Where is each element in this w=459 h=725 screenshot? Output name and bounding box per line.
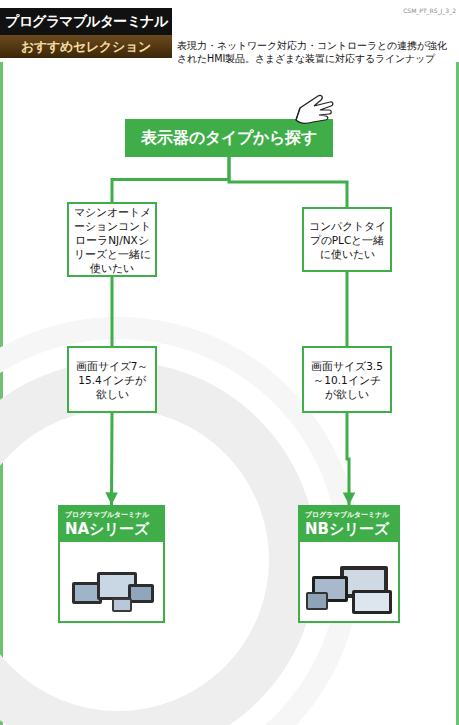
- doc-code: CSM_PT_RS_J_3_2: [372, 7, 456, 14]
- product-box: プログラマブルターミナルNBシリーズ: [298, 505, 400, 623]
- node-text: プログラマブルターミナル: [305, 510, 394, 520]
- edge-stripe: [456, 62, 459, 725]
- product-header: プログラマブルターミナルNBシリーズ: [300, 507, 398, 542]
- product-box: プログラマブルターミナルNAシリーズ: [58, 505, 165, 623]
- edge-stripe: [0, 62, 3, 725]
- question-box: 画面サイズ7～15.4インチが欲しい: [67, 346, 157, 413]
- node-text: コンパクトタイプのPLCと一緒に使いたい: [308, 219, 386, 261]
- background-ring: [0, 385, 293, 725]
- connector: [347, 413, 349, 505]
- node-text: プログラマブルターミナル: [5, 13, 167, 31]
- question-box: 画面サイズ3.5～10.1インチが欲しい: [302, 346, 392, 413]
- question-box: コンパクトタイプのPLCと一緒に使いたい: [302, 207, 392, 272]
- node-text: NAシリーズ: [65, 520, 159, 539]
- description: 表現力・ネットワーク対応力・コントローラとの連携が強化されたHMI製品。さまざま…: [177, 39, 453, 65]
- header-tab: プログラマブルターミナル: [0, 8, 172, 35]
- node-text: 画面サイズ7～15.4インチが欲しい: [73, 359, 151, 401]
- product-header: プログラマブルターミナルNAシリーズ: [60, 507, 163, 542]
- question-box: マシンオートメーションコントローラNJ/NXシリーズと一緒に使いたい: [67, 202, 157, 277]
- node-text: おすすめセレクション: [21, 38, 151, 56]
- header-band: おすすめセレクション: [0, 35, 172, 58]
- connector: [229, 157, 347, 207]
- start-box: 表示器のタイプから探す: [125, 119, 333, 157]
- node-text: 画面サイズ3.5～10.1インチが欲しい: [308, 359, 386, 401]
- node-text: 表示器のタイプから探す: [141, 128, 317, 149]
- connector: [110, 413, 114, 505]
- connector: [111, 277, 114, 346]
- connector: [112, 157, 229, 202]
- connector: [346, 272, 349, 346]
- node-text: マシンオートメーションコントローラNJ/NXシリーズと一緒に使いたい: [73, 205, 151, 275]
- node-text: プログラマブルターミナル: [65, 510, 159, 520]
- node-text: NBシリーズ: [305, 520, 394, 539]
